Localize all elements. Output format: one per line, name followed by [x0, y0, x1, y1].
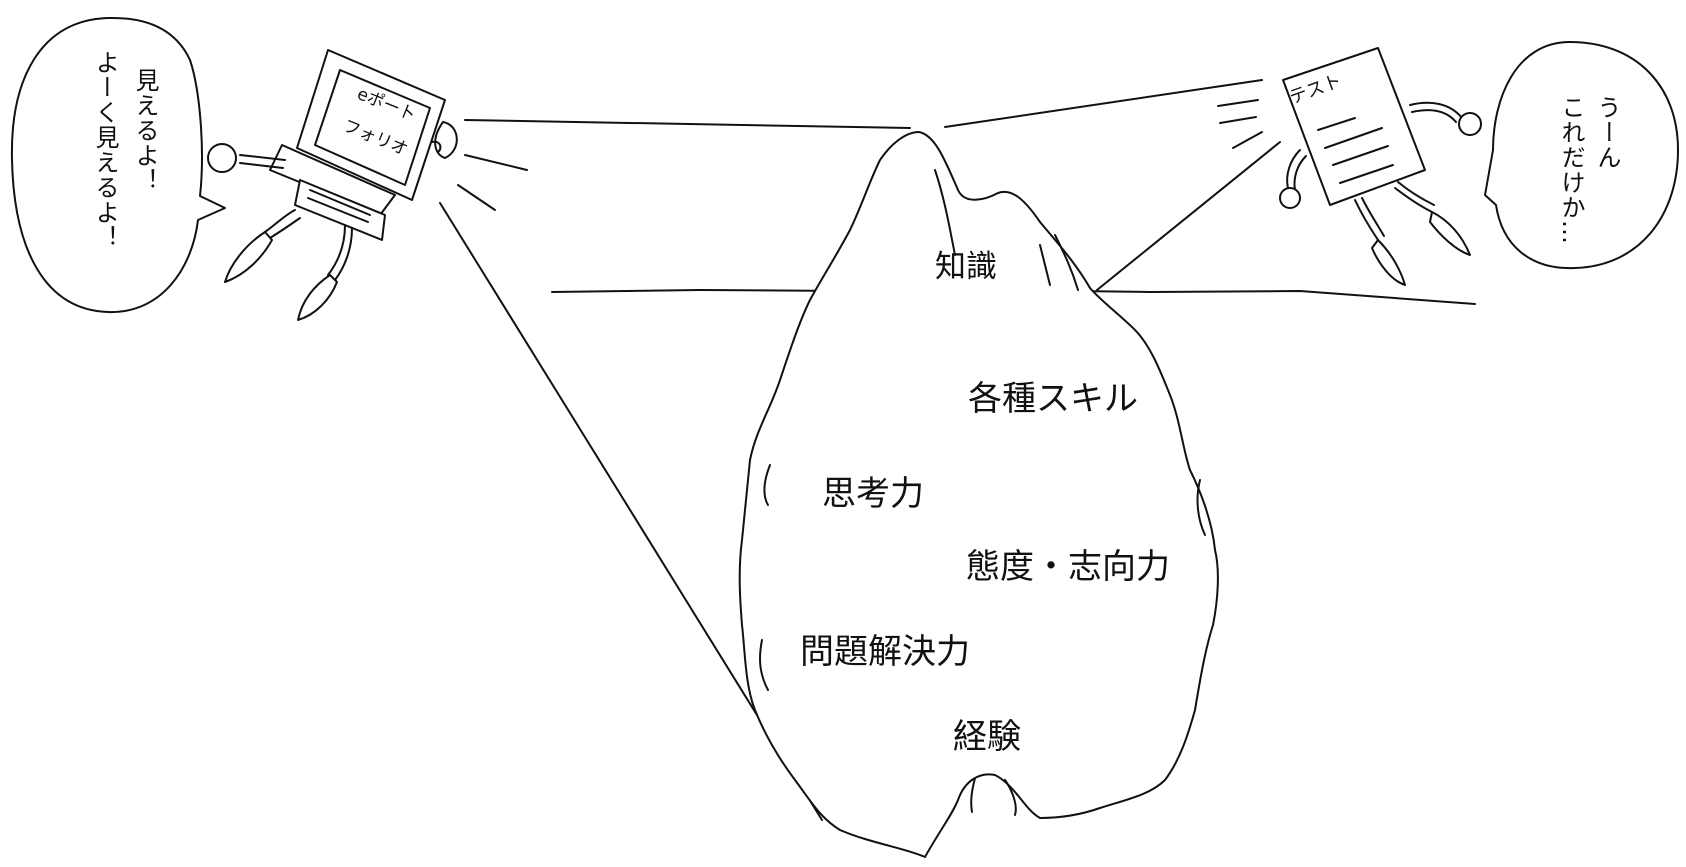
test-right-leg	[1394, 187, 1433, 213]
test-sight-line-bottom	[1096, 141, 1281, 291]
portfolio-speech-line2: よーく見えるよ！	[91, 50, 119, 250]
computer-left-arm	[239, 154, 286, 161]
iceberg-label-attitude: 態度・志向力	[966, 547, 1170, 587]
computer-left-leg	[264, 209, 296, 233]
computer-right-foot	[297, 274, 338, 321]
iceberg-crack-bottom-1	[970, 777, 976, 813]
test-answer-line-3	[1332, 145, 1389, 166]
test-answer-line-4	[1339, 164, 1394, 184]
iceberg-label-knowledge: 知識	[935, 249, 997, 285]
portfolio-speech-line1: 見えるよ！	[131, 68, 159, 193]
computer-right-leg	[327, 224, 346, 276]
test-right-arm	[1409, 101, 1463, 119]
test-motion-line-1	[1217, 99, 1259, 107]
iceberg-crack-bottom-2	[1004, 779, 1017, 816]
test-left-foot	[1371, 239, 1406, 286]
test-paper-character	[1279, 47, 1482, 286]
test-motion-line-3	[1232, 131, 1263, 149]
test-sight-line-top	[944, 79, 1263, 128]
portfolio-sight-line-top	[464, 119, 911, 129]
test-right-hand	[1458, 112, 1482, 136]
iceberg-label-thinking: 思考力	[822, 474, 924, 514]
iceberg-ridge-1	[934, 169, 956, 256]
portfolio-speech-bubble	[10, 16, 226, 314]
portfolio-motion-line-1	[464, 154, 528, 171]
iceberg-label-problem-solving: 問題解決力	[800, 632, 970, 672]
iceberg-label-skills: 各種スキル	[968, 379, 1138, 419]
test-paper	[1282, 47, 1426, 206]
iceberg-crack-left-1	[763, 464, 771, 506]
computer-screen	[314, 69, 431, 186]
eportfolio-computer-character	[207, 49, 458, 321]
iceberg-ridge-3	[1039, 244, 1051, 286]
iceberg-ridge-2	[1054, 234, 1079, 291]
computer-left-hand	[207, 143, 237, 173]
test-left-leg	[1354, 199, 1379, 241]
test-left-hand	[1279, 187, 1301, 209]
test-right-foot	[1429, 211, 1471, 256]
test-answer-line-2	[1324, 127, 1383, 149]
test-motion-line-2	[1219, 116, 1257, 124]
computer-left-foot	[224, 231, 273, 283]
iceberg-crack-left-2	[759, 639, 769, 691]
test-speech-bubble	[1484, 41, 1679, 270]
test-left-arm	[1286, 149, 1301, 189]
test-answer-line-1	[1317, 117, 1356, 131]
portfolio-motion-line-2	[457, 184, 496, 211]
iceberg-crack-right-1	[1196, 479, 1206, 536]
iceberg-label-experience: 経験	[953, 717, 1021, 757]
test-speech-line2: これだけか…	[1557, 95, 1585, 245]
test-speech-line1: うーん	[1593, 95, 1621, 170]
